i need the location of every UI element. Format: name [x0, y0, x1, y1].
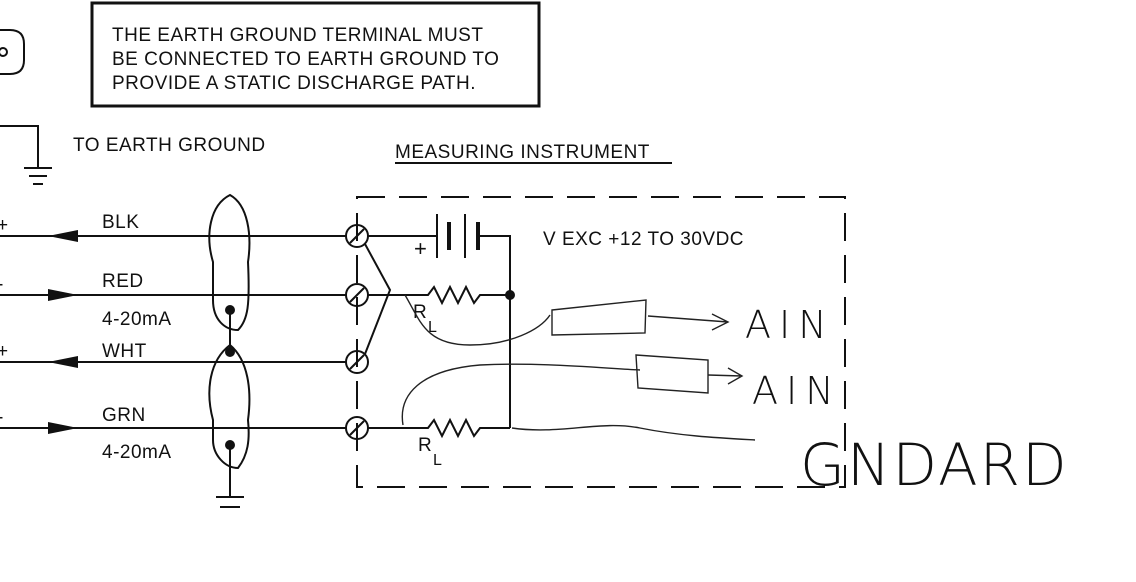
wire-polarity: -	[0, 274, 4, 295]
shield-upper	[208, 193, 251, 332]
signal-label: 4-20mA	[102, 309, 172, 330]
junction-dot	[225, 347, 235, 357]
note-line-3: PROVIDE A STATIC DISCHARGE PATH.	[112, 73, 476, 94]
earth-ground-icon	[0, 125, 52, 185]
wire-color-label: RED	[102, 271, 144, 292]
handwritten-label: AIN	[745, 303, 835, 347]
wire-color-label: BLK	[102, 212, 139, 233]
partial-device-hole	[0, 47, 8, 57]
resistor-rl-lower	[368, 417, 510, 439]
instrument-title: MEASURING INSTRUMENT	[395, 142, 650, 163]
note-line-1: THE EARTH GROUND TERMINAL MUST	[112, 25, 483, 46]
note-box	[90, 1, 541, 108]
resistor-subscript: L	[433, 452, 442, 469]
terminal-block	[345, 224, 369, 440]
wire-color-label: GRN	[102, 405, 146, 426]
arrow-right-icon	[48, 422, 78, 434]
resistor-subscript: L	[428, 319, 437, 336]
instrument-box	[356, 196, 846, 488]
handwritten-arrow-2	[707, 367, 744, 385]
partial-device-outline	[0, 29, 25, 75]
battery-plus-sign: +	[414, 236, 427, 261]
handwritten-wire-2	[401, 363, 641, 426]
resistor-rl-upper	[368, 284, 510, 306]
excitation-label: V EXC +12 TO 30VDC	[543, 229, 744, 250]
junction-dot	[225, 440, 235, 450]
arrow-left-icon	[48, 230, 78, 242]
wire-polarity: -	[0, 407, 4, 428]
handwritten-label: GNDARD	[800, 431, 1069, 499]
handwritten-arrow-1	[647, 313, 730, 331]
handwritten-box-2	[635, 354, 709, 394]
jumper-wire	[364, 243, 392, 355]
resistor-label: R	[413, 302, 427, 323]
battery-icon	[368, 214, 511, 428]
arrow-left-icon	[48, 356, 78, 368]
handwritten-box-1	[551, 299, 647, 336]
handwritten-wire-3	[511, 424, 756, 441]
junction-dot	[505, 290, 515, 300]
wire-color-label: WHT	[102, 341, 147, 362]
note-line-2: BE CONNECTED TO EARTH GROUND TO	[112, 49, 499, 70]
arrow-right-icon	[48, 289, 78, 301]
handwritten-label: AIN	[752, 369, 842, 413]
wire-polarity: +	[0, 341, 9, 362]
signal-label: 4-20mA	[102, 442, 172, 463]
resistor-label: R	[418, 435, 432, 456]
earth-ground-label: TO EARTH GROUND	[73, 135, 266, 156]
shield-lower	[208, 343, 251, 470]
handwritten-wire-1	[404, 294, 551, 346]
wire-polarity: +	[0, 215, 9, 236]
junction-dot	[225, 305, 235, 315]
